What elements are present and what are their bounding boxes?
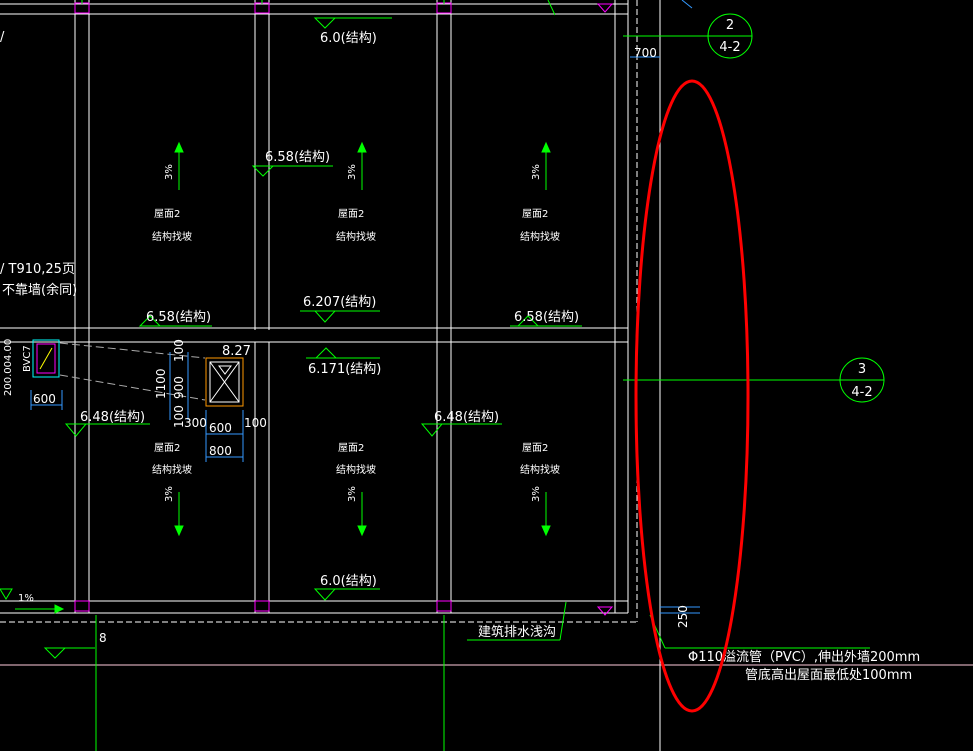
elev-mid-right: 6.58(结构) <box>514 310 579 325</box>
elev-top-center: 6.0(结构) <box>320 31 377 46</box>
elev-upper-mid: 6.58(结构) <box>265 150 330 165</box>
roof-labels: 屋面2 结构找坡 屋面2 结构找坡 屋面2 结构找坡 屋面2 结构找坡 屋面2 … <box>152 208 560 476</box>
slope-pct-1: 3% <box>164 164 175 180</box>
axis-3-ref: 4-2 <box>851 385 872 400</box>
left-vertical-dim: 200.004.00 <box>3 339 14 396</box>
elev-hopper: 8.27 <box>222 344 251 359</box>
axis-bubble-2: 2 4-2 <box>707 13 753 59</box>
bvc-label: BVC7 <box>22 345 33 372</box>
outlet-left: BVC7 <box>22 339 60 378</box>
slope-pct-5: 3% <box>347 486 358 502</box>
roof-label-4: 屋面2 <box>154 442 180 454</box>
roof-label-3: 屋面2 <box>522 208 548 220</box>
elev-mid-left: 6.58(结构) <box>146 310 211 325</box>
slope-pct-6: 3% <box>531 486 542 502</box>
left-wall-note: 不靠墙(余同) <box>2 282 77 298</box>
roof-note-4: 结构找坡 <box>152 463 192 476</box>
elevation-labels: 6.0(结构) 6.58(结构) 6.58(结构) 6.207(结构) 6.58… <box>80 31 579 589</box>
elev-bottom-center: 6.0(结构) <box>320 574 377 589</box>
left-ref-note: / T910,25页 <box>0 262 75 277</box>
roof-note-3: 结构找坡 <box>520 230 560 243</box>
gutter-label: 建筑排水浅沟 <box>478 624 556 640</box>
pipe-note-1: Φ110溢流管（PVC）,伸出外墙200mm <box>688 650 920 665</box>
slope-pct-4: 3% <box>164 486 175 502</box>
left-clipped-note: / <box>0 30 5 45</box>
roof-label-2: 屋面2 <box>338 208 364 220</box>
elevation-symbols <box>0 17 582 659</box>
roof-label-5: 屋面2 <box>338 442 364 454</box>
roof-label-1: 屋面2 <box>154 208 180 220</box>
slope-pct-3: 3% <box>531 164 542 180</box>
roof-note-1: 结构找坡 <box>152 230 192 243</box>
dim-1100: 1100 <box>154 368 168 399</box>
elev-lower-right: 6.48(结构) <box>434 410 499 425</box>
slope-arrows <box>15 141 551 614</box>
pipe-note-2: 管底高出屋面最低处100mm <box>745 667 912 683</box>
left-notes: / / T910,25页 不靠墙(余同) 200.004.00 <box>0 30 77 396</box>
roof-note-2: 结构找坡 <box>336 230 376 243</box>
dim-600: 600 <box>209 421 232 435</box>
elev-mid-center: 6.207(结构) <box>303 295 376 310</box>
axis-2-number: 2 <box>726 18 734 33</box>
dim-100-b: 100 <box>172 405 186 428</box>
grid-lines <box>81 0 870 751</box>
slope-labels: 3% 3% 3% 3% 3% 3% 1% <box>18 164 542 604</box>
axis-3-number: 3 <box>858 362 866 377</box>
dimension-lines <box>30 0 700 614</box>
elev-lower-center: 6.171(结构) <box>308 362 381 377</box>
slope-pct-bottom-left: 1% <box>18 593 34 604</box>
slope-pct-2: 3% <box>347 164 358 180</box>
dim-900: 900 <box>172 376 186 399</box>
hopper-box <box>205 357 244 407</box>
dimension-labels: 700 600 1100 900 100 100 300 100 600 800… <box>33 46 690 645</box>
dim-8: 8 <box>99 631 107 645</box>
roof-note-5: 结构找坡 <box>336 463 376 476</box>
dim-100-a: 100 <box>172 339 186 362</box>
dim-600-left: 600 <box>33 392 56 406</box>
bottom-annotations: 建筑排水浅沟 Φ110溢流管（PVC）,伸出外墙200mm 管底高出屋面最低处1… <box>478 624 920 683</box>
roof-note-6: 结构找坡 <box>520 463 560 476</box>
dim-100-c: 100 <box>244 416 267 430</box>
dim-300: 300 <box>184 416 207 430</box>
overflow-dashes <box>59 342 206 401</box>
elev-lower-left: 6.48(结构) <box>80 410 145 425</box>
dim-800: 800 <box>209 444 232 458</box>
dim-700: 700 <box>634 46 657 60</box>
roof-label-6: 屋面2 <box>522 442 548 454</box>
axis-2-ref: 4-2 <box>719 40 740 55</box>
axis-bubble-3: 3 4-2 <box>839 357 885 403</box>
dim-250: 250 <box>676 605 690 628</box>
highlight-ellipse <box>634 79 750 713</box>
